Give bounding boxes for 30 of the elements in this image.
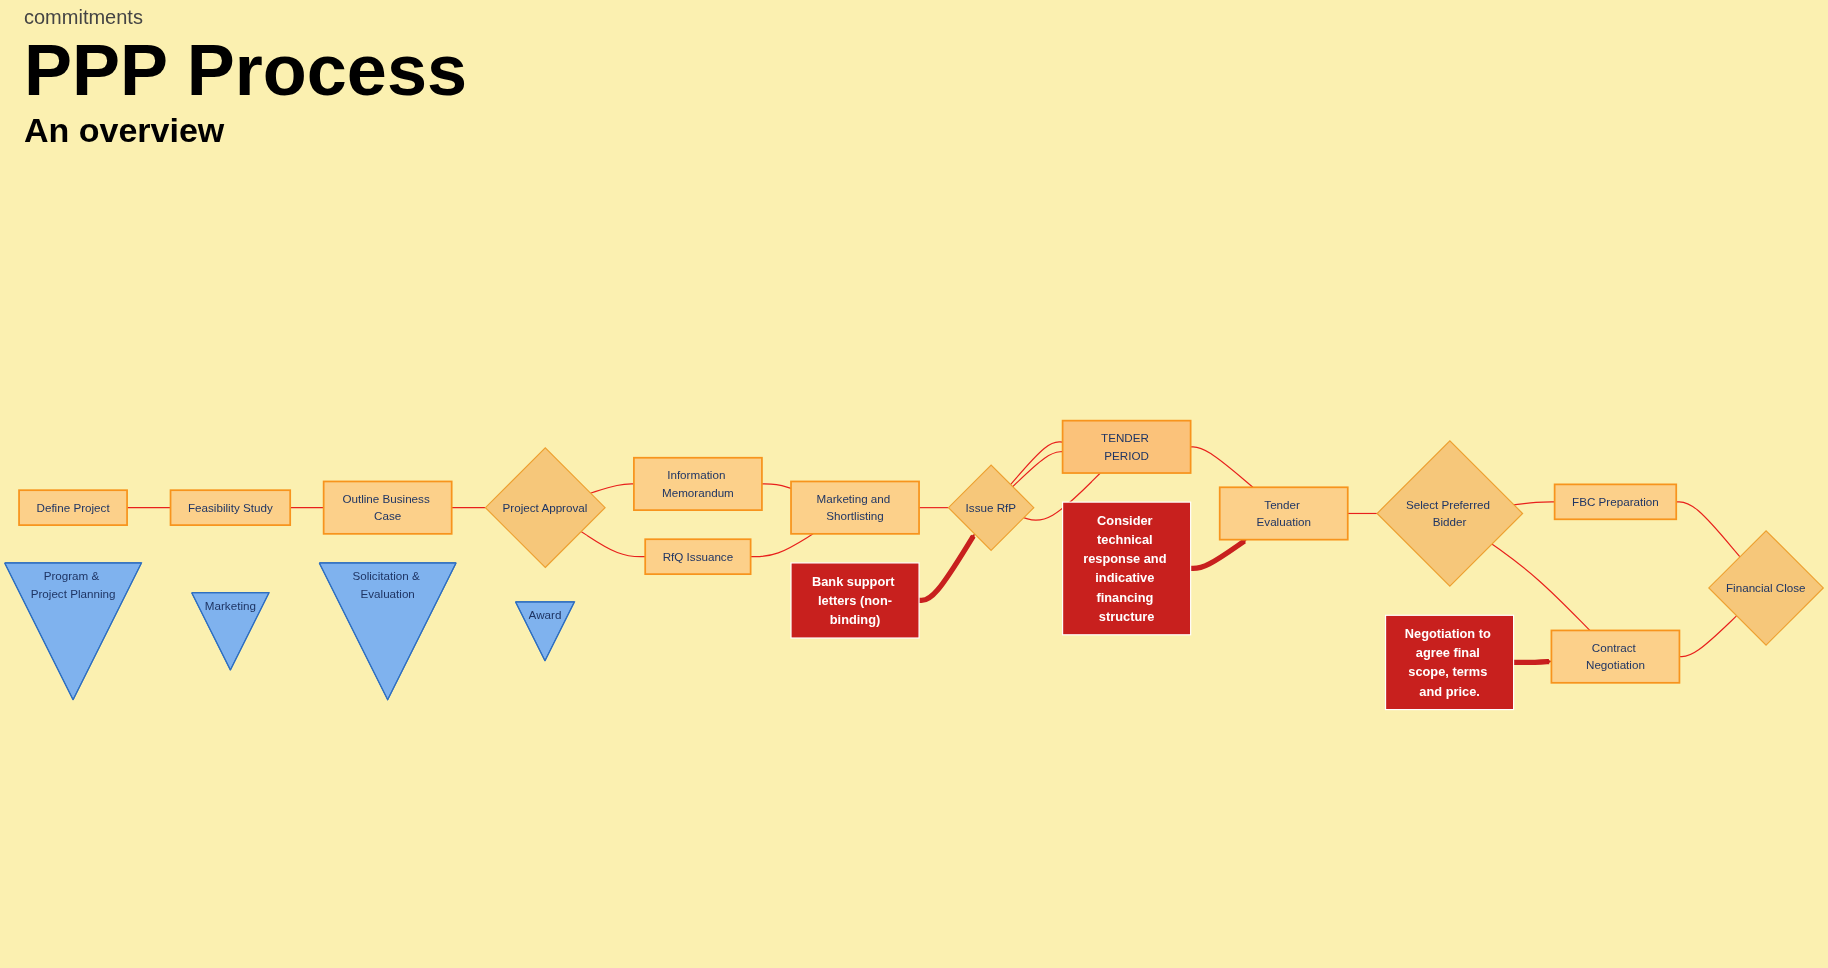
connector (1190, 446, 1254, 488)
node-box: Feasibility Study (169, 489, 292, 526)
node-box: TENDER PERIOD (1061, 419, 1192, 474)
node-box: Contract Negotiation (1550, 629, 1681, 684)
connector (580, 530, 646, 558)
node-box: Tender Evaluation (1218, 486, 1349, 541)
title: PPP Process (24, 29, 467, 111)
node-box: Outline Business Case (322, 480, 453, 535)
node-diamond: Issue RfP (947, 464, 1035, 552)
connector (451, 506, 486, 509)
connector (1022, 472, 1101, 521)
node-box: Information Memorandum (633, 456, 763, 511)
node-box: FBC Preparation (1553, 483, 1678, 521)
connector (761, 483, 792, 489)
node-box: Consider technical response and indicative financing structure (1062, 501, 1192, 636)
node-box: RfQ Issuance (644, 538, 752, 575)
node-box: Negotiation to agree final scope, terms and price. (1385, 614, 1515, 711)
connector (1491, 543, 1591, 631)
arrow (1190, 538, 1247, 571)
node-box: Marketing and Shortlisting (790, 480, 920, 535)
subtitle: An overview (24, 111, 226, 150)
connector (750, 533, 814, 558)
cut-off-text: commitments (24, 6, 144, 29)
node-box: Bank support letters (non-binding) (790, 562, 920, 639)
connector (1347, 512, 1378, 514)
node-diamond: Project Approval (484, 446, 606, 569)
node-box: Define Project (18, 489, 128, 526)
arrow (1513, 658, 1552, 665)
node-diamond: Financial Close (1708, 529, 1825, 646)
node-diamond: Select Preferred Bidder (1376, 439, 1524, 587)
